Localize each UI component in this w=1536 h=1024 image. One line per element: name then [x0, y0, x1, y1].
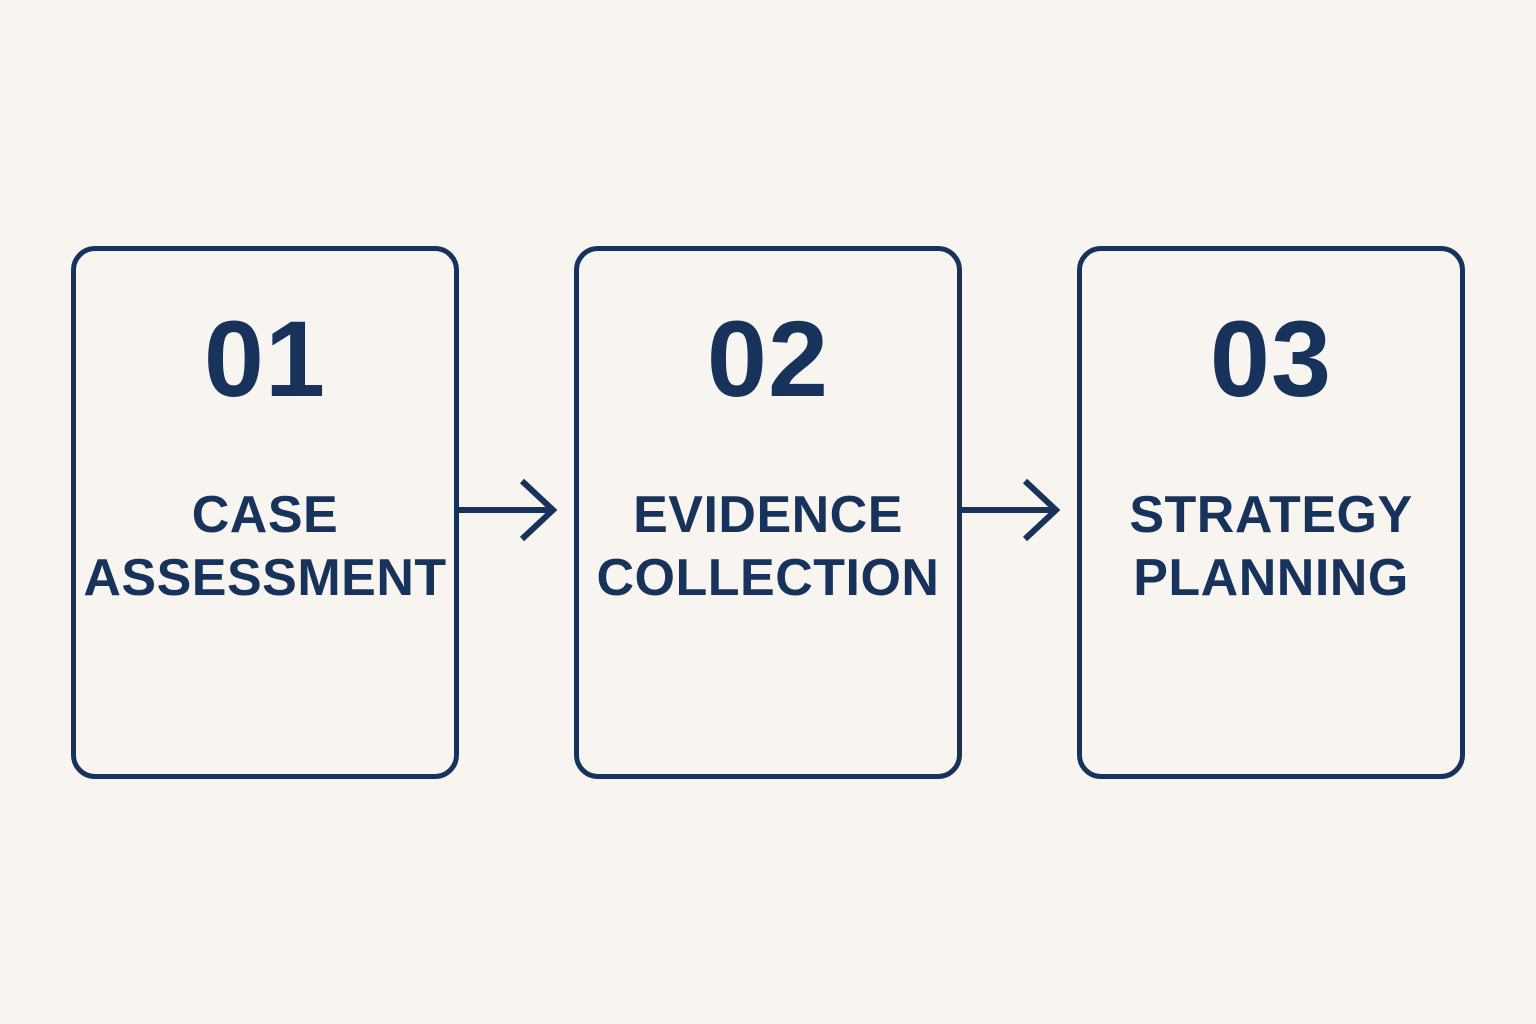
step-label-line: ASSESSMENT [83, 548, 447, 607]
step-card-1: 01 CASE ASSESSMENT [71, 245, 459, 779]
step-label: EVIDENCE COLLECTION [579, 484, 957, 611]
step-label-line: CASE [191, 485, 339, 544]
step-card-2: 02 EVIDENCE COLLECTION [574, 245, 962, 779]
step-label-line: COLLECTION [596, 548, 940, 607]
step-label: STRATEGY PLANNING [1082, 484, 1460, 611]
step-label-line: STRATEGY [1129, 485, 1413, 544]
step-card-3: 03 STRATEGY PLANNING [1077, 245, 1465, 779]
step-number: 03 [1209, 297, 1333, 419]
step-label-line: PLANNING [1133, 548, 1409, 607]
step-label-line: EVIDENCE [633, 485, 903, 544]
step-label: CASE ASSESSMENT [76, 484, 454, 611]
step-number: 02 [706, 297, 830, 419]
step-number: 01 [203, 297, 327, 419]
arrow-right-icon [459, 478, 558, 542]
arrow-right-icon [962, 478, 1061, 542]
